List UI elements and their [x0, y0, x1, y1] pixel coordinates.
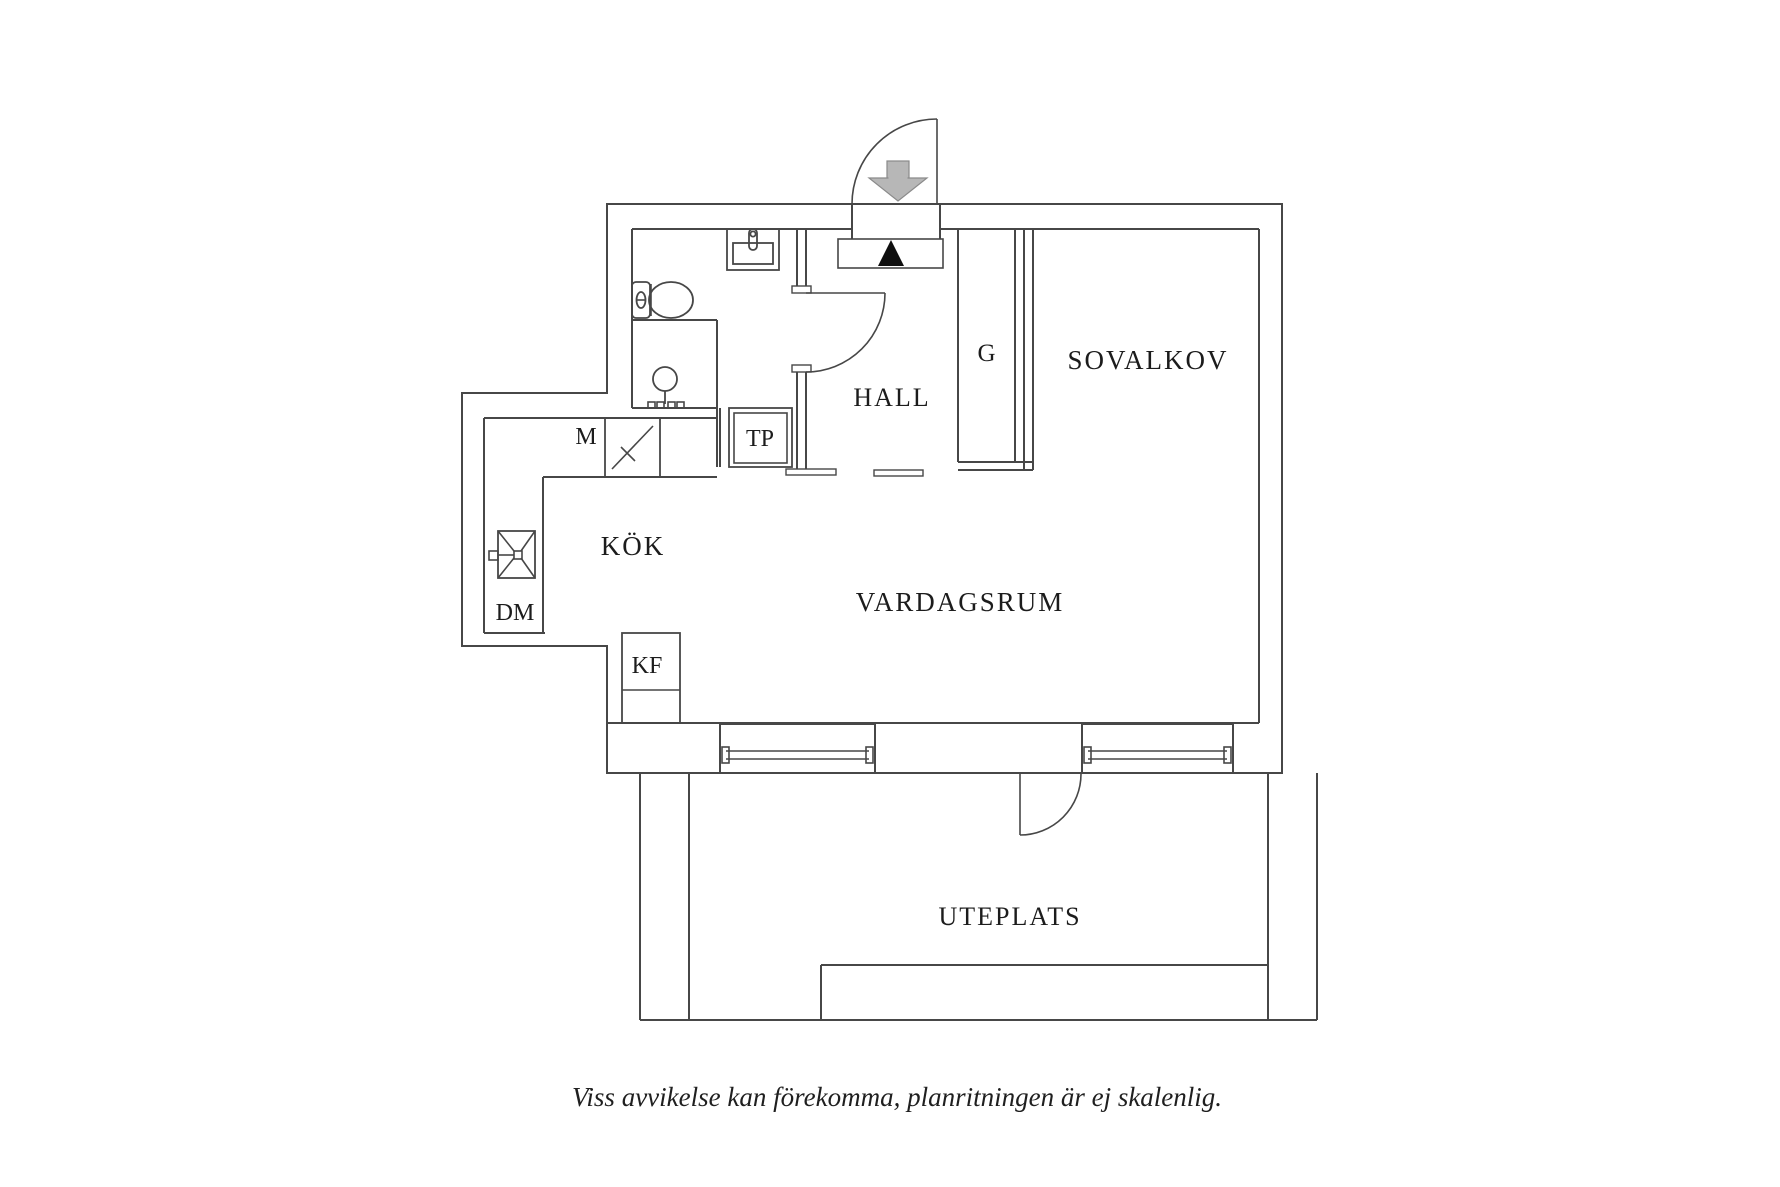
toilet-icon	[631, 281, 694, 319]
windows	[719, 723, 1234, 774]
disclaimer-caption-caption: Viss avvikelse kan förekomma, planritnin…	[572, 1082, 1222, 1112]
hall-opening-threshold-right	[873, 469, 924, 477]
entry-door-swing-arc	[851, 118, 938, 205]
appliance-label-tp: TP	[746, 426, 774, 452]
window-right-icon	[1081, 723, 1234, 774]
shower-icon	[647, 366, 685, 409]
kitchen-sink-icon	[488, 530, 536, 579]
room-label-kok: KÖK	[601, 531, 666, 561]
bathroom-door-swing-arc	[805, 292, 886, 373]
bathroom-door-jamb-cap-top	[791, 285, 812, 294]
bathroom-door-jamb-cap-bottom	[791, 364, 812, 373]
appliance-label-kf: KF	[632, 653, 663, 679]
room-label-sovalkov: SOVALKOV	[1067, 345, 1228, 375]
bathroom	[631, 228, 886, 469]
appliance-label-m: M	[575, 424, 596, 450]
entry-threshold	[837, 238, 944, 269]
kitchen	[488, 407, 793, 724]
hall-and-closet-walls	[785, 229, 1034, 477]
appliance-label-dm: DM	[496, 600, 535, 626]
outer-wall-outline	[461, 203, 1283, 774]
entry-direction-triangle-icon	[878, 240, 904, 266]
window-left-icon	[719, 723, 876, 774]
room-label-uteplats: UTEPLATS	[938, 902, 1081, 931]
entry-arrow-icon	[867, 160, 929, 202]
fridge-freezer-icon	[621, 632, 681, 724]
outer-walls	[461, 203, 1283, 774]
labels: HALL G SOVALKOV KÖK VARDAGSRUM UTEPLATS M TP DM K…	[496, 340, 1228, 1112]
washing-machine-icon	[604, 417, 661, 478]
room-label-vardagsrum: VARDAGSRUM	[856, 587, 1065, 617]
room-label-hall: HALL	[853, 383, 930, 412]
uteplats-patio	[639, 773, 1318, 1021]
tp-cabinet-icon	[728, 407, 793, 468]
hall-opening-threshold-left	[785, 468, 837, 476]
room-label-garderob: G	[977, 340, 996, 367]
entry-door	[837, 118, 944, 269]
patio-door-swing-arc	[1019, 773, 1082, 836]
sink-icon	[726, 228, 780, 271]
